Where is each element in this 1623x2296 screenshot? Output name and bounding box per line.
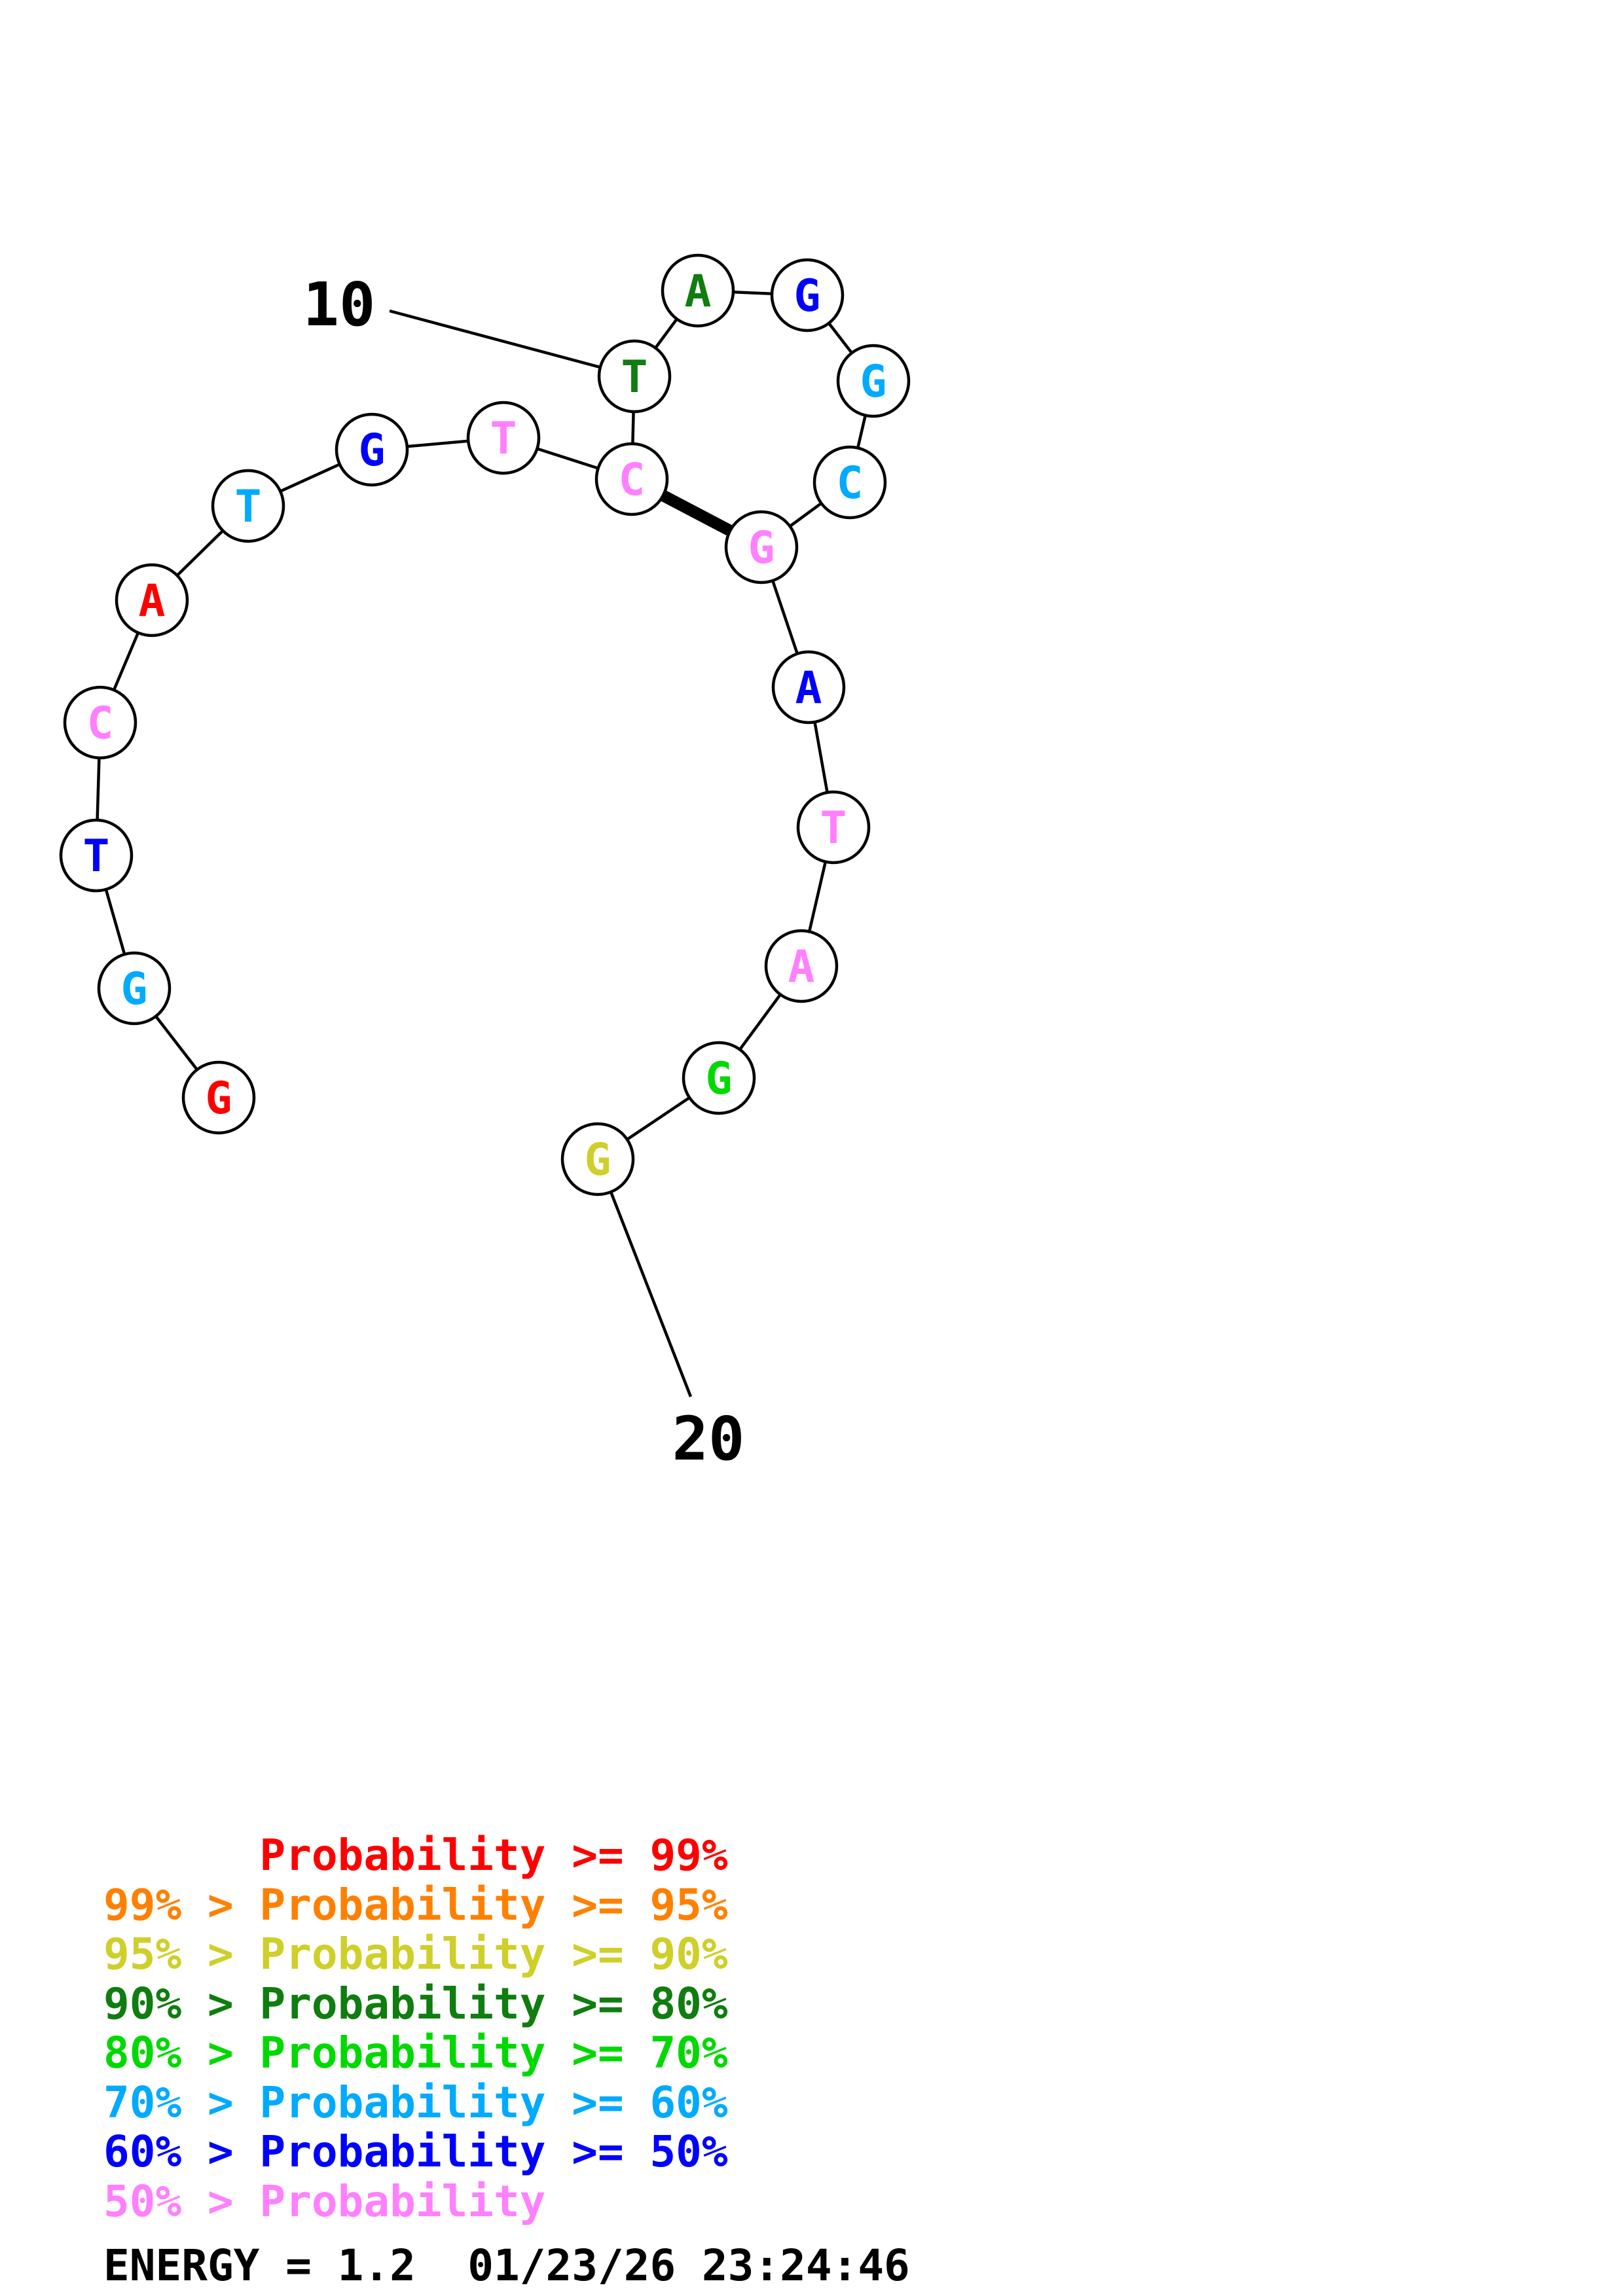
nucleotide-circle-8	[466, 401, 541, 475]
nucleotide-circle-13	[836, 344, 911, 418]
nucleotide-circle-6	[211, 469, 285, 543]
nucleotide-base-6: T	[235, 481, 262, 533]
nucleotide-base-8: T	[490, 413, 517, 465]
nucleotide-base-5: A	[139, 575, 166, 627]
nucleotide-circle-20	[560, 1122, 635, 1196]
legend-row-5: 80% > Probability >= 70%	[103, 2028, 728, 2078]
probability-legend: Probability >= 99%99% > Probability >= 9…	[103, 1831, 728, 2226]
nucleotide-base-9: C	[619, 454, 646, 506]
legend-row-2: 99% > Probability >= 95%	[103, 1879, 728, 1930]
position-label-20: 20	[672, 1404, 745, 1474]
nucleotide-base-15: G	[748, 522, 775, 574]
nucleotide-circle-4	[63, 685, 137, 760]
nucleotide-circle-16	[771, 650, 846, 725]
nucleotide-base-12: G	[794, 270, 821, 322]
nucleotide-base-20: G	[585, 1134, 611, 1186]
nucleotide-base-18: A	[788, 941, 815, 993]
nucleotide-circle-9	[594, 442, 669, 516]
nucleotide-circle-2	[97, 951, 172, 1026]
nucleotide-base-17: T	[820, 802, 847, 854]
nucleotide-base-10: T	[621, 351, 648, 403]
legend-row-6: 70% > Probability >= 60%	[103, 2077, 728, 2128]
legend-row-1: Probability >= 99%	[103, 1830, 728, 1880]
nucleotide-base-3: T	[83, 831, 110, 882]
legend-row-8: 50% > Probability	[103, 2176, 546, 2227]
legend-row-3: 95% > Probability >= 90%	[103, 1929, 728, 1979]
nucleotide-base-11: A	[685, 266, 712, 317]
nucleotide-base-1: G	[206, 1073, 232, 1124]
nucleotide-circle-3	[59, 818, 134, 893]
legend-row-4: 90% > Probability >= 80%	[103, 1978, 728, 2029]
nucleotide-circle-11	[661, 253, 735, 328]
nucleotide-base-13: G	[860, 356, 887, 408]
nucleotide-circle-15	[724, 510, 799, 584]
nucleotide-base-4: C	[87, 698, 114, 749]
nucleotide-circle-18	[764, 929, 839, 1003]
energy-footer: ENERGY = 1.2 01/23/26 23:24:46	[103, 2240, 910, 2291]
nucleotide-circle-12	[770, 258, 845, 332]
nucleotide-circle-10	[597, 339, 672, 414]
nucleotide-circle-7	[335, 412, 409, 487]
legend-row-7: 60% > Probability >= 50%	[103, 2126, 728, 2177]
position-label-10: 10	[303, 270, 376, 340]
position-label-line-10	[389, 309, 613, 372]
position-label-line-20	[609, 1191, 693, 1397]
nucleotide-circle-1	[181, 1060, 256, 1135]
nucleotide-circle-19	[682, 1041, 756, 1115]
nucleotide-base-16: A	[795, 662, 822, 714]
nucleotide-base-19: G	[706, 1053, 733, 1105]
nucleotide-base-7: G	[359, 425, 386, 476]
nucleotide-base-14: C	[837, 457, 864, 509]
nucleotide-circle-17	[796, 790, 871, 865]
nucleotide-base-2: G	[121, 963, 148, 1015]
nucleotide-circle-14	[812, 445, 887, 520]
nucleotide-circle-5	[115, 563, 189, 637]
